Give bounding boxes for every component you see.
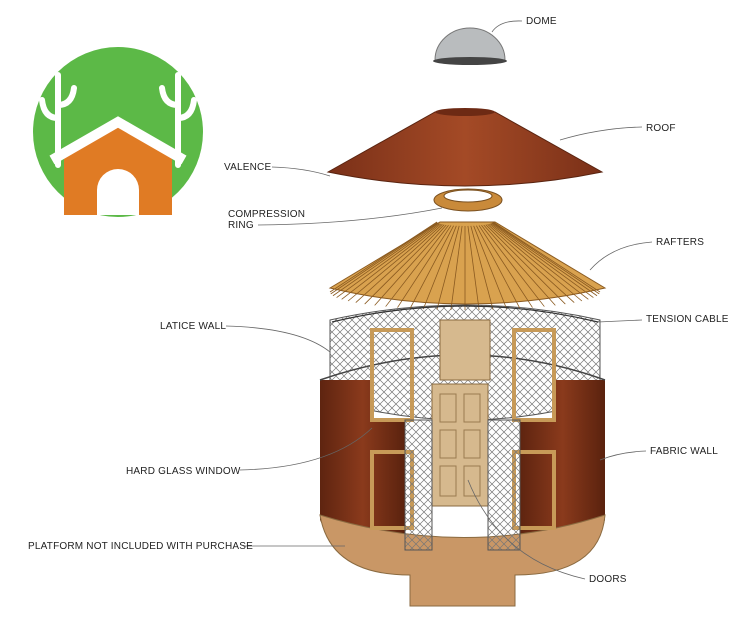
rafter-beam [364,224,445,305]
label-doors: DOORS [589,574,627,585]
doors [404,319,521,551]
rafter-beam [492,222,598,297]
label-valence: VALENCE [224,162,272,173]
label-hard-glass-window: HARD GLASS WINDOW [126,466,241,477]
rafter-beam [385,224,449,307]
label-latice-wall: LATICE WALL [160,321,227,332]
platform [319,514,606,607]
dome [433,27,507,65]
logo [33,47,203,217]
rafter-beam [409,225,454,309]
rafter-beam [491,222,594,298]
label-rafters: RAFTERS [656,237,705,248]
rafter-beam [347,223,442,302]
label-compression-ring-1: COMPRESSION [228,209,306,220]
leader-lines [225,20,653,580]
rafter-beam [436,225,460,310]
rafter-beam [374,224,447,306]
rafter-beam [490,223,589,300]
rafters [328,221,607,310]
compression-ring [433,188,503,212]
roof [326,108,604,187]
rafter-beam [470,225,494,310]
rafter-beam [473,225,508,310]
label-tension-cable: TENSION CABLE [646,314,729,325]
rafter-beam [336,222,439,298]
rafter-beam [485,224,566,305]
tension-cable [331,305,599,323]
rafter-beam [422,225,457,310]
rafter-beam [483,224,556,306]
label-platform: PLATFORM NOT INCLUDED WITH PURCHASE [28,541,253,552]
rafter-beam [467,225,480,310]
rafter-beam [329,221,438,293]
rafter-beam [487,224,575,303]
rafter-beam [492,221,601,293]
label-roof: ROOF [646,123,676,134]
rafter-beam [481,224,545,307]
label-dome: DOME [526,16,557,27]
label-fabric-wall: FABRIC WALL [650,446,718,457]
fabric-wall [319,354,606,550]
label-compression-ring-2: RING [228,220,254,231]
rafter-beam [330,222,438,295]
rafter-beam [450,225,463,310]
rafter-beam [341,223,440,300]
rafter-beam [478,225,533,308]
rafter-beam [332,222,438,297]
rafter-beam [355,224,443,303]
rafter-beam [492,222,600,295]
rafter-beam [488,223,583,302]
rafter-beam [476,225,521,309]
rafter-beam [397,225,452,308]
